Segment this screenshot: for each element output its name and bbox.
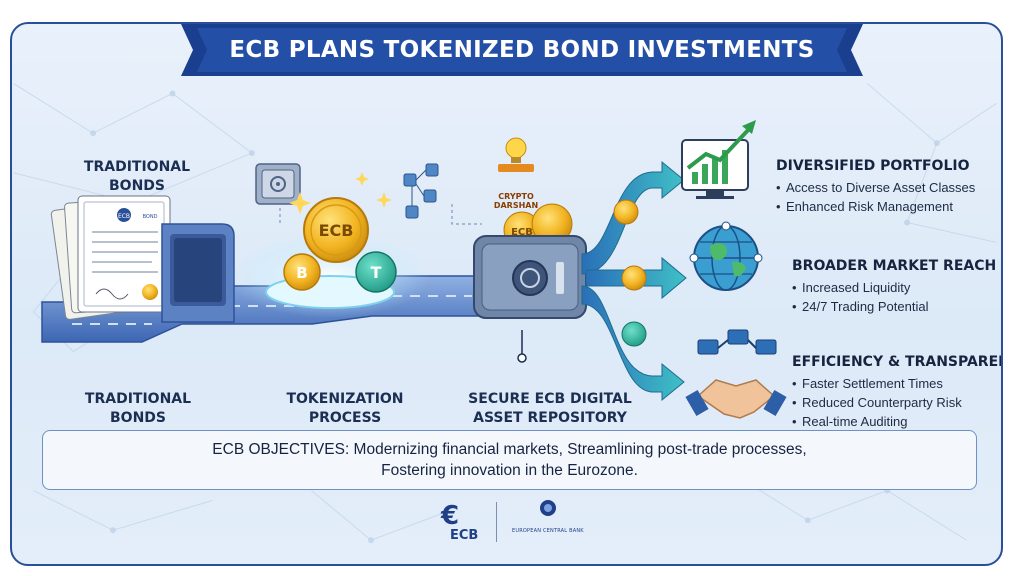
growth-chart-icon [681,120,756,199]
page-title: ECB PLANS TOKENIZED BOND INVESTMENTS [229,37,815,63]
benefit-item: Faster Settlement Times [792,374,1001,393]
benefit-broader-market-reach: BROADER MARKET REACH Increased Liquidity… [792,258,996,316]
flow-illustration: ECB BOND [41,120,787,531]
benefit-heading: BROADER MARKET REACH [792,258,997,274]
benefit-diversified-portfolio: DIVERSIFIED PORTFOLIO Access to Diverse … [776,158,975,216]
label-tokenization-process: TOKENIZATION PROCESS [270,390,420,428]
dashed-connectors [279,204,482,225]
ecb-short-name: ECB [450,528,479,543]
infographic-frame: ECB PLANS TOKENIZED BOND INVESTMENTS [10,22,1003,566]
label-line: BONDS [109,178,165,194]
sparkles [289,172,392,214]
blockchain-cubes-icon [403,163,439,219]
wallet-vault-icon: ECB [473,203,587,363]
bank-emblem-icon [540,500,556,516]
benefit-item: 24/7 Trading Potential [792,297,996,316]
objectives-line-2: Fostering innovation in the Eurozone. [381,462,638,479]
globe-icon [689,221,763,291]
label-line: BONDS [110,410,166,426]
feeder-machine [161,223,235,323]
benefit-item: Reduced Counterparty Risk [792,393,1001,412]
label-line: PROCESS [308,410,382,426]
coin-bitcoin: B [283,253,321,291]
benefit-heading: EFFICIENCY & TRANSPARENCY [792,354,1001,370]
handshake-icon [685,379,787,419]
label-secure-repository: SECURE ECB DIGITAL ASSET REPOSITORY [450,390,650,428]
coin-tether: T [355,251,397,293]
lightbulb-icon [498,137,534,172]
label-line: ASSET REPOSITORY [473,410,627,426]
benefit-efficiency-transparency: EFFICIENCY & TRANSPARENCY Faster Settlem… [792,354,1001,431]
logo-divider [496,502,497,542]
network-computers-icon [697,329,777,355]
output-arrows [581,160,687,402]
bond-document-icon: ECB BOND [50,195,171,320]
coin-bitcoin-label: B [296,264,307,282]
euro-symbol: € [440,501,459,531]
objectives-line-1: ECB OBJECTIVES: Modernizing financial ma… [212,441,807,458]
benefit-item: Increased Liquidity [792,278,996,297]
bond-header-symbol: ECB [118,213,130,220]
label-traditional-bonds-bottom: TRADITIONAL BONDS [68,390,208,428]
bond-header-text: BOND [143,214,158,220]
euro-icon: € [440,501,459,531]
label-line: TRADITIONAL [83,159,191,175]
label-traditional-bonds-top: TRADITIONAL BONDS [72,158,202,196]
brand-badge: CRYPTO DARSHAN [488,192,544,210]
benefit-item: Enhanced Risk Management [776,197,975,216]
label-line: TOKENIZATION [286,391,404,407]
bank-full-name: EUROPEAN CENTRAL BANK [512,528,584,534]
brand-line: DARSHAN [493,201,539,210]
title-banner: ECB PLANS TOKENIZED BOND INVESTMENTS [167,24,877,76]
label-line: TRADITIONAL [84,391,192,407]
benefit-item: Real-time Auditing [792,412,1001,431]
coin-tether-label: T [371,263,382,282]
objectives-box: ECB OBJECTIVES: Modernizing financial ma… [42,430,977,490]
benefit-heading: DIVERSIFIED PORTFOLIO [776,158,970,174]
objectives-text: ECB OBJECTIVES: Modernizing financial ma… [212,439,806,481]
coin-ecb-large: ECB [303,197,369,263]
ecb-logo: ECB EUROPEAN CENTRAL BANK [432,498,612,546]
vault-safe-icon [255,163,301,205]
banner-shape [181,24,863,76]
label-line: SECURE ECB DIGITAL [468,391,632,407]
coin-ecb-label: ECB [319,221,354,240]
brand-line: CRYPTO [498,192,534,201]
coin-ecb-small-label: ECB [511,227,533,238]
benefit-item: Access to Diverse Asset Classes [776,178,975,197]
